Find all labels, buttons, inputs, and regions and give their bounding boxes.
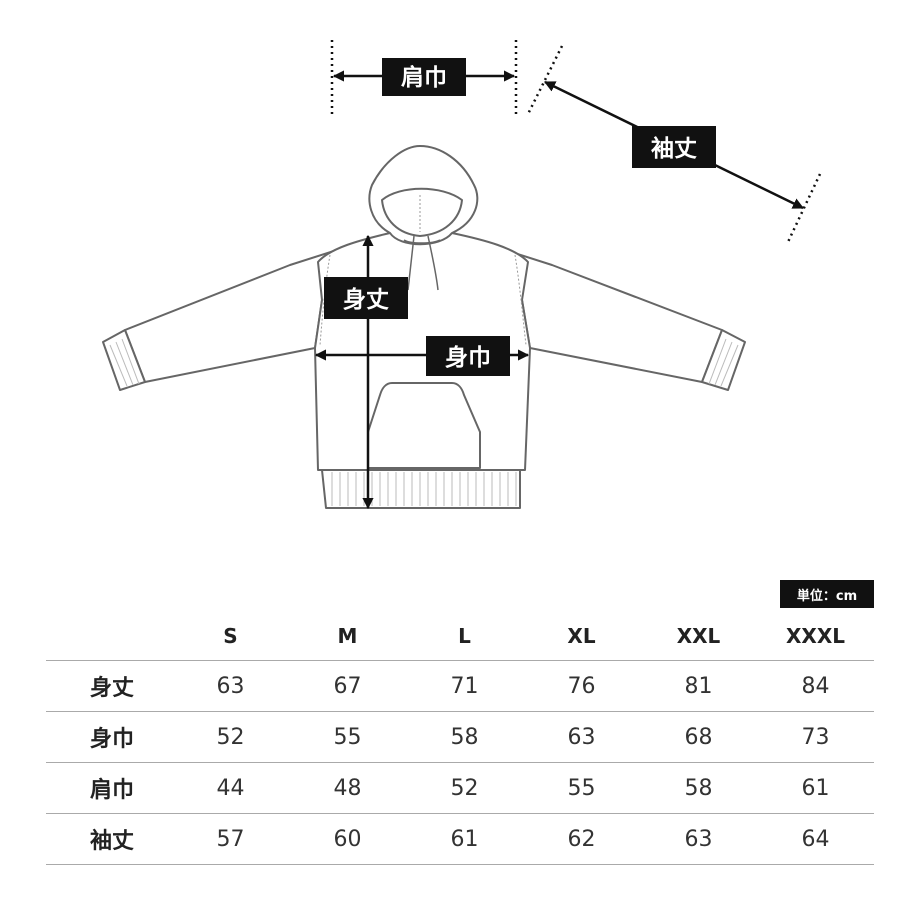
size-header: XXL bbox=[640, 612, 757, 661]
hood-opening bbox=[381, 187, 463, 237]
table-row: 身丈 63 67 71 76 81 84 bbox=[46, 660, 874, 712]
size-table: S M L XL XXL XXXL 身丈 63 67 71 76 81 84 身… bbox=[46, 612, 874, 865]
table-cell: 52 bbox=[406, 762, 523, 814]
table-cell: 64 bbox=[757, 813, 874, 865]
table-cell: 60 bbox=[289, 813, 406, 865]
table-cell: 55 bbox=[523, 762, 640, 814]
table-cell: 73 bbox=[757, 711, 874, 763]
table-cell: 76 bbox=[523, 660, 640, 712]
row-label: 袖丈 bbox=[46, 813, 172, 865]
right-cuff-ribbing bbox=[708, 338, 739, 387]
table-row: 袖丈 57 60 61 62 63 64 bbox=[46, 813, 874, 865]
size-header-row: S M L XL XXL XXXL bbox=[46, 612, 874, 661]
table-cell: 48 bbox=[289, 762, 406, 814]
size-header: M bbox=[289, 612, 406, 661]
size-header: XL bbox=[523, 612, 640, 661]
table-cell: 68 bbox=[640, 711, 757, 763]
size-header: XXXL bbox=[757, 612, 874, 661]
row-label: 身巾 bbox=[46, 711, 172, 763]
hoodie-measurement-diagram: 肩巾 袖丈 身丈 身巾 bbox=[102, 40, 822, 510]
unit-badge: 単位：cm bbox=[780, 580, 874, 608]
table-row: 身巾 52 55 58 63 68 73 bbox=[46, 711, 874, 763]
shoulder-width-label: 肩巾 bbox=[401, 64, 447, 91]
left-cuff bbox=[102, 329, 146, 391]
waistband bbox=[321, 469, 521, 509]
table-cell: 67 bbox=[289, 660, 406, 712]
table-cell: 63 bbox=[640, 813, 757, 865]
body-length-label: 身丈 bbox=[343, 286, 389, 313]
table-cell: 61 bbox=[757, 762, 874, 814]
size-header: S bbox=[172, 612, 289, 661]
table-cell: 52 bbox=[172, 711, 289, 763]
drawstrings bbox=[403, 235, 441, 291]
left-cuff-ribbing bbox=[109, 338, 140, 387]
table-cell: 55 bbox=[289, 711, 406, 763]
kangaroo-pocket bbox=[367, 382, 481, 469]
table-cell: 63 bbox=[523, 711, 640, 763]
body-width-label: 身巾 bbox=[445, 344, 491, 371]
table-cell: 63 bbox=[172, 660, 289, 712]
table-cell: 58 bbox=[640, 762, 757, 814]
table-cell: 61 bbox=[406, 813, 523, 865]
table-row: 肩巾 44 48 52 55 58 61 bbox=[46, 762, 874, 814]
sleeve-length-label: 袖丈 bbox=[651, 135, 697, 162]
table-cell: 84 bbox=[757, 660, 874, 712]
table-cell: 57 bbox=[172, 813, 289, 865]
table-cell: 44 bbox=[172, 762, 289, 814]
sleeve-seams bbox=[319, 195, 527, 346]
table-cell: 81 bbox=[640, 660, 757, 712]
table-cell: 71 bbox=[406, 660, 523, 712]
header-corner bbox=[46, 612, 172, 661]
table-cell: 58 bbox=[406, 711, 523, 763]
row-label: 身丈 bbox=[46, 660, 172, 712]
hoodie-outline bbox=[102, 145, 746, 509]
size-header: L bbox=[406, 612, 523, 661]
row-label: 肩巾 bbox=[46, 762, 172, 814]
table-cell: 62 bbox=[523, 813, 640, 865]
